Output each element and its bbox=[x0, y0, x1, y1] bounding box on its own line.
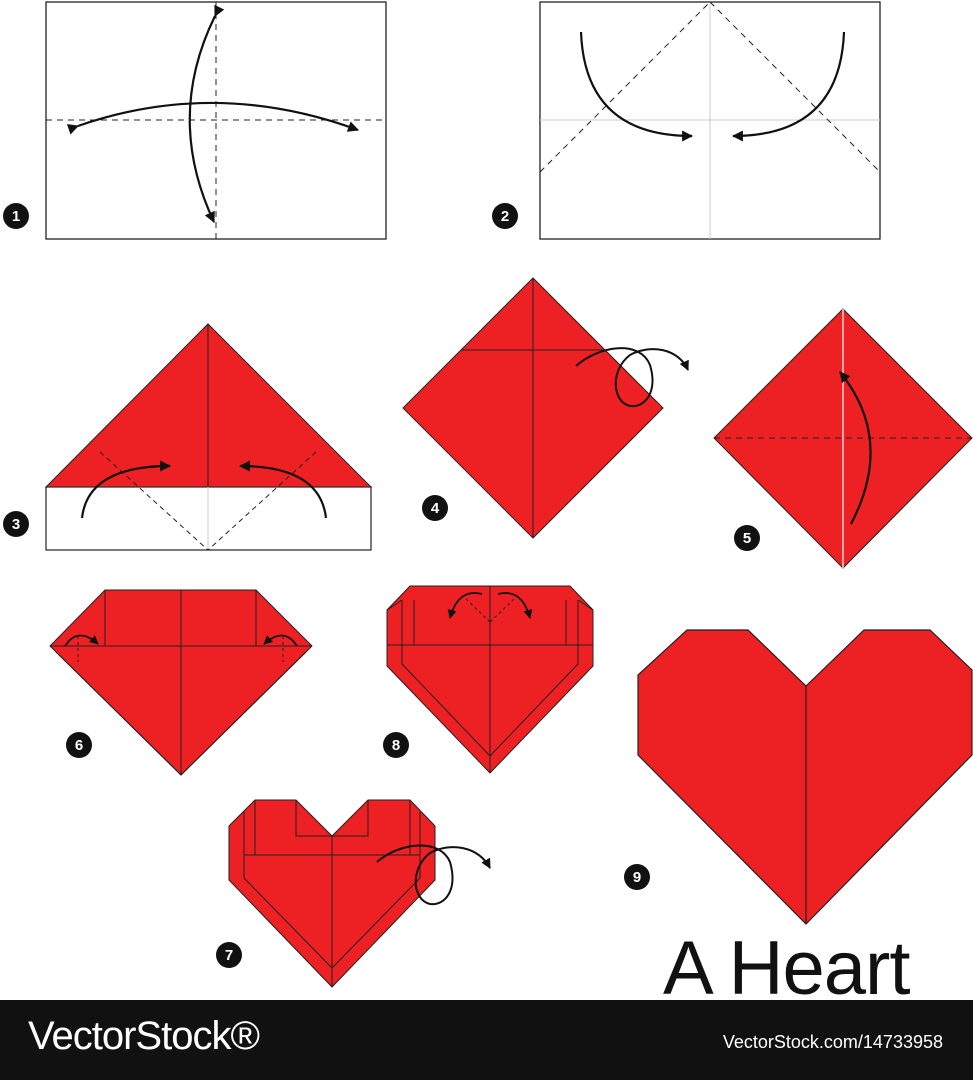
step-1-label: 1 bbox=[3, 203, 29, 229]
step-2-diagram bbox=[539, 1, 881, 240]
fold-arrow bbox=[80, 460, 172, 519]
turn-over-arrow bbox=[575, 347, 689, 408]
step-7-diagram bbox=[228, 799, 491, 988]
fold-arrow bbox=[579, 31, 694, 142]
origami-heart-instructions bbox=[44, 1, 973, 988]
watermark-footer: VectorStock® VectorStock.com/14733958 bbox=[0, 1000, 973, 1080]
fold-arrow bbox=[64, 634, 99, 647]
step-8-diagram bbox=[386, 585, 594, 774]
step-1-diagram bbox=[45, 1, 387, 240]
step-4-diagram bbox=[402, 277, 689, 539]
vectorstock-logo: VectorStock® bbox=[28, 1014, 260, 1058]
turn-over-arrow bbox=[376, 844, 491, 906]
step-2-label: 2 bbox=[492, 203, 518, 229]
fold-arrow bbox=[839, 371, 872, 525]
step-9-diagram bbox=[637, 629, 973, 925]
fold-arrow bbox=[263, 634, 298, 647]
step-9-label: 9 bbox=[624, 864, 650, 890]
step-3-diagram bbox=[44, 323, 373, 551]
step-5-label: 5 bbox=[734, 525, 760, 551]
fold-arrow bbox=[731, 31, 846, 142]
step-6-label: 6 bbox=[66, 732, 92, 758]
fold-arrow bbox=[238, 460, 328, 519]
step-5-diagram bbox=[713, 308, 973, 569]
step-4-label: 4 bbox=[422, 495, 448, 521]
fold-arrow bbox=[188, 4, 225, 223]
image-id: VectorStock.com/14733958 bbox=[722, 1032, 943, 1052]
step-8-label: 8 bbox=[383, 732, 409, 758]
page-title: A Heart bbox=[663, 926, 910, 1011]
fold-arrow bbox=[447, 592, 483, 619]
step-3-label: 3 bbox=[3, 511, 29, 537]
step-7-label: 7 bbox=[216, 942, 242, 968]
step-6-diagram bbox=[49, 589, 313, 776]
fold-arrow bbox=[497, 592, 533, 619]
